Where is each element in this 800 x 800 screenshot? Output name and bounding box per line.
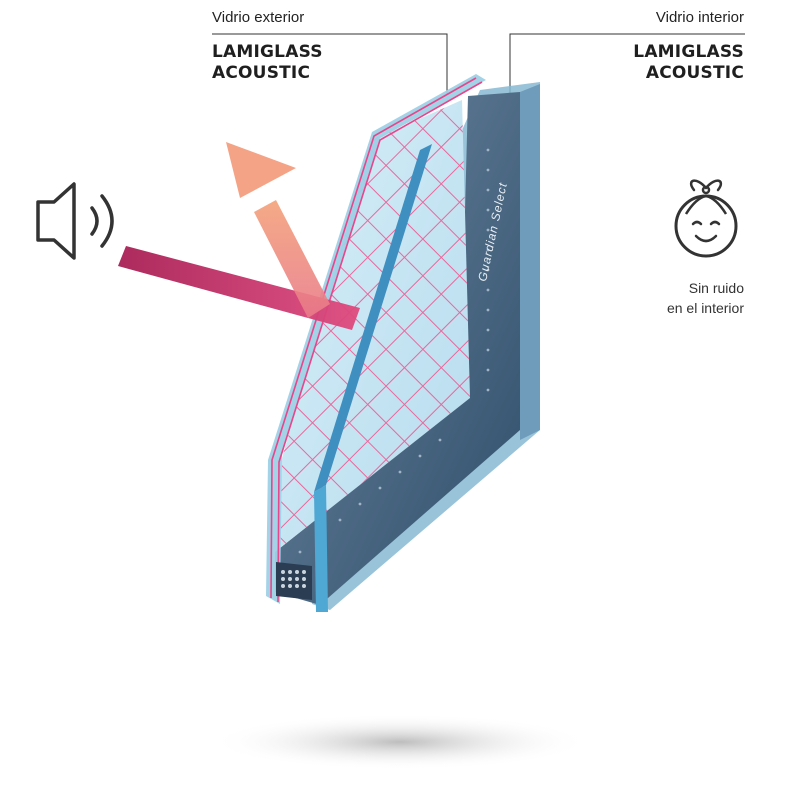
incoming-sound-arrow [118, 246, 360, 330]
desiccant-holes [281, 570, 306, 588]
spacer-frame [275, 92, 520, 605]
exterior-glass-title: LAMIGLASS ACOUSTIC [212, 42, 323, 84]
exterior-title-line2: ACOUSTIC [212, 63, 311, 83]
interior-glass-label: Vidrio interior [655, 9, 744, 26]
exterior-glass-label: Vidrio exterior [212, 9, 305, 26]
spacer-end [276, 562, 312, 600]
interior-title-line1: LAMIGLASS [633, 42, 744, 62]
no-noise-caption: Sin ruido en el interior [667, 278, 744, 318]
caption-line1: Sin ruido [688, 280, 744, 296]
interior-glass-title: LAMIGLASS ACOUSTIC [633, 42, 744, 84]
reflected-sound-arrow [226, 142, 330, 318]
interior-title-line2: ACOUSTIC [645, 63, 744, 83]
caption-line2: en el interior [666, 300, 744, 316]
middle-glass-edge [314, 144, 432, 492]
speaker-icon [30, 172, 130, 277]
interior-leader-line [509, 33, 745, 95]
drop-shadow [210, 714, 590, 770]
middle-glass-bottom [314, 485, 328, 612]
exterior-leader-line [212, 33, 448, 95]
exterior-title-line1: LAMIGLASS [212, 42, 323, 62]
happy-child-icon [666, 174, 746, 269]
interior-glass-edge [520, 84, 540, 440]
spacer-dots [298, 148, 490, 554]
